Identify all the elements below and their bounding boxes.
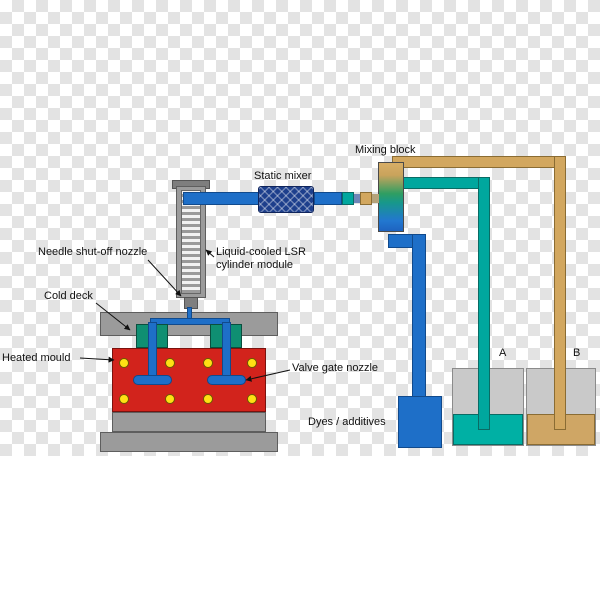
label-cylinder-module-line2: cylinder module <box>216 259 294 271</box>
heater-cartridge <box>165 358 175 368</box>
valve-gate-tip-right <box>207 375 246 385</box>
label-valve-gate-nozzle: Valve gate nozzle <box>292 362 379 374</box>
pipe-component-a-vertical <box>478 177 490 430</box>
mould-base-plate <box>100 432 278 452</box>
cylinder-cooling-ribs <box>181 190 201 294</box>
label-needle-shutoff-nozzle: Needle shut-off nozzle <box>38 246 148 258</box>
label-container-a: A <box>499 347 507 359</box>
label-static-mixer: Static mixer <box>254 170 312 182</box>
label-container-b: B <box>573 347 581 359</box>
valve-gate-nozzle-right <box>222 322 231 382</box>
label-cylinder-module-line1: Liquid-cooled LSR <box>216 246 306 258</box>
pipe-component-a-horizontal <box>400 177 490 189</box>
valve-gate-tip-left <box>133 375 172 385</box>
heater-cartridge <box>203 358 213 368</box>
label-cold-deck: Cold deck <box>44 290 93 302</box>
heater-cartridge <box>247 394 257 404</box>
mould-bottom-plate <box>112 412 266 432</box>
heater-cartridge <box>119 394 129 404</box>
static-mixer <box>258 186 314 213</box>
heater-cartridge <box>247 358 257 368</box>
pipe-main-right <box>314 192 342 205</box>
heater-cartridge <box>165 394 175 404</box>
pipe-component-b-vertical <box>554 156 566 430</box>
pipe-component-b-horizontal <box>392 156 566 168</box>
dyes-additives-box <box>398 396 442 448</box>
transparency-checker-background <box>0 0 600 456</box>
mixing-block <box>378 162 404 232</box>
pipe-segment-tan <box>360 192 372 205</box>
pipe-segment-connector <box>354 194 360 203</box>
pipe-main-left <box>183 192 260 205</box>
pipe-segment-teal <box>342 192 354 205</box>
pipe-segment-into-block <box>372 194 379 203</box>
cold-runner-feed-line <box>150 318 230 325</box>
pipe-dyes-vertical <box>412 234 426 398</box>
heater-cartridge <box>119 358 129 368</box>
valve-gate-nozzle-left <box>148 322 157 382</box>
label-mixing-block: Mixing block <box>355 144 416 156</box>
label-heated-mould: Heated mould <box>2 352 71 364</box>
label-dyes-additives: Dyes / additives <box>308 416 386 428</box>
heater-cartridge <box>203 394 213 404</box>
